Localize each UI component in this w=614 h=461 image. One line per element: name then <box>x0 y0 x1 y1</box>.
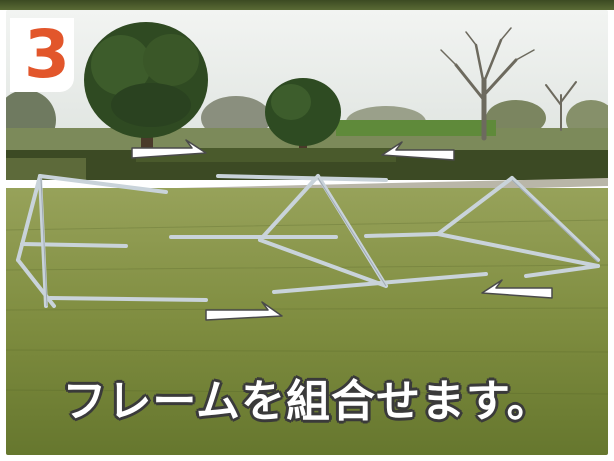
photo-illustration <box>6 10 608 455</box>
arrow-left-icon <box>381 141 455 161</box>
step-number: 3 <box>24 16 70 93</box>
large-tree <box>84 22 208 160</box>
round-tree <box>265 78 341 150</box>
direction-arrows <box>131 139 553 321</box>
bare-tree <box>440 27 577 141</box>
arrow-right-icon <box>131 139 207 159</box>
step-badge <box>10 18 74 92</box>
tent-frame <box>16 174 600 308</box>
arrow-left-icon <box>481 279 553 299</box>
photo-caption: フレームを組合せます。 <box>62 376 552 427</box>
arrow-right-icon <box>205 301 283 321</box>
tent-frame-photo <box>6 10 608 455</box>
top-border-strip <box>0 0 614 10</box>
lawn <box>6 188 608 455</box>
